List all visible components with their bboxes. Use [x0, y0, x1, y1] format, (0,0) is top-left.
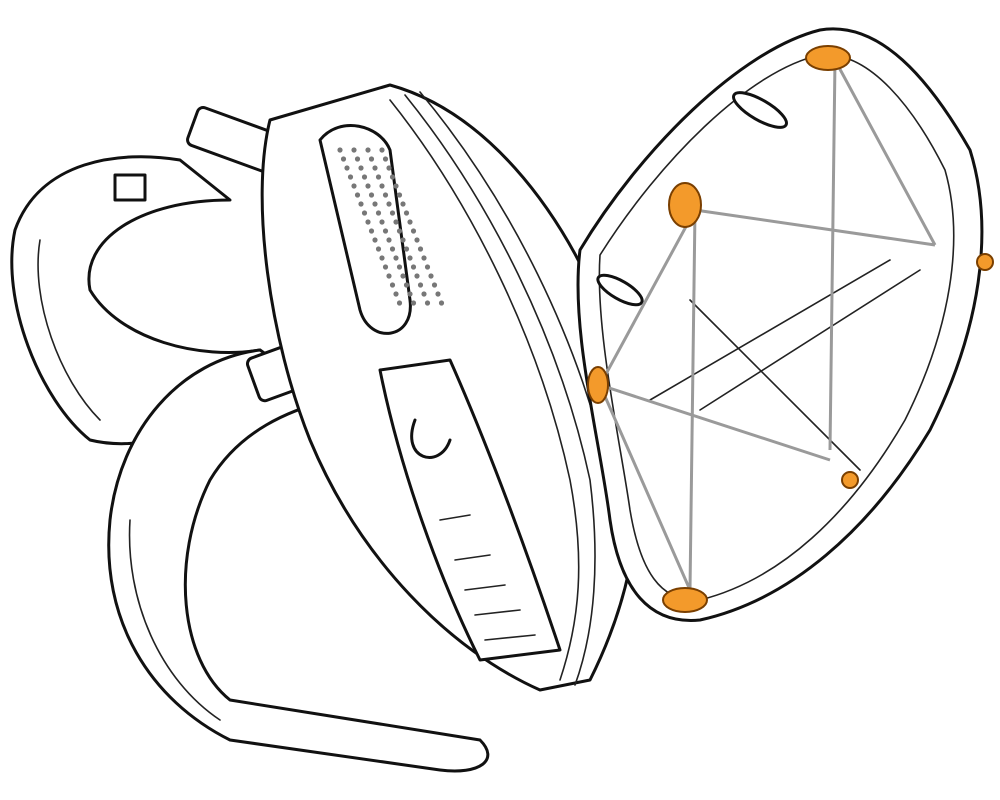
pad-perforations	[337, 147, 445, 306]
perforation-dot	[375, 210, 382, 216]
perforation-dot	[403, 282, 410, 288]
perforation-dot	[407, 255, 413, 261]
perforation-dot	[382, 192, 389, 198]
perforation-dot	[351, 183, 357, 189]
shoulder-strap-bottom	[107, 348, 490, 773]
strap-stitching	[37, 239, 101, 421]
perforation-dot	[365, 147, 371, 153]
perforation-dot	[340, 156, 347, 162]
zipper-line	[404, 94, 596, 686]
perforation-dot	[389, 282, 396, 288]
perforation-dot	[375, 246, 382, 252]
perforation-dot	[393, 291, 399, 297]
cord-anchor	[668, 182, 702, 228]
perforated-pad	[318, 124, 412, 335]
zipper-line	[389, 99, 580, 681]
panel-slot	[596, 273, 644, 307]
d-ring	[410, 418, 452, 459]
perforation-dot	[438, 300, 445, 306]
perforation-dot	[403, 210, 410, 216]
perforation-dot	[410, 264, 417, 270]
perforation-dot	[361, 174, 368, 180]
perforation-dot	[389, 174, 396, 180]
perforation-dot	[379, 147, 385, 153]
perforation-dot	[354, 192, 361, 198]
perforation-dot	[421, 291, 427, 297]
perforation-dot	[414, 237, 420, 243]
perforation-dot	[396, 264, 403, 270]
perforation-dot	[382, 264, 389, 270]
perforation-dot	[417, 246, 424, 252]
perforation-dot	[368, 228, 375, 234]
perforation-dot	[351, 147, 357, 153]
perforation-dot	[365, 219, 371, 225]
cord-anchor	[587, 366, 609, 404]
perforation-dot	[386, 237, 392, 243]
perforation-dot	[344, 165, 350, 171]
perforation-dot	[358, 165, 364, 171]
perforation-dot	[361, 210, 368, 216]
cord-anchor	[841, 471, 859, 489]
perforation-dot	[410, 300, 417, 306]
cord-anchor	[805, 45, 851, 71]
perforation-dot	[417, 282, 424, 288]
perforation-dot	[372, 237, 378, 243]
perforation-dot	[393, 219, 399, 225]
perforation-dot	[403, 246, 410, 252]
perforation-dot	[400, 237, 406, 243]
perforation-dot	[386, 273, 392, 279]
perforation-dot	[365, 183, 371, 189]
cord-anchor	[662, 587, 708, 613]
perforation-dot	[396, 192, 403, 198]
perforation-dot	[358, 201, 364, 207]
perforation-dot	[393, 255, 399, 261]
perforation-dot	[337, 147, 343, 153]
perforation-dot	[393, 183, 399, 189]
perforation-dot	[407, 291, 413, 297]
perforation-dot	[435, 291, 441, 297]
perforation-dot	[424, 264, 431, 270]
perforation-dot	[410, 228, 417, 234]
perforation-dot	[368, 156, 375, 162]
perforation-dot	[400, 273, 406, 279]
strap-stitching	[128, 519, 221, 721]
perforation-dot	[424, 300, 431, 306]
cord-anchor	[976, 253, 994, 271]
perforation-dot	[372, 165, 378, 171]
perforation-dot	[382, 156, 389, 162]
molle-webbing	[439, 514, 536, 641]
perforation-dot	[382, 228, 389, 234]
perforation-dot	[386, 201, 392, 207]
panel-slot	[732, 91, 788, 129]
perforation-dot	[372, 201, 378, 207]
strap-patch	[113, 173, 147, 202]
perforation-dot	[375, 174, 382, 180]
perforation-dot	[389, 210, 396, 216]
perforation-dot	[396, 300, 403, 306]
perforation-dot	[407, 219, 413, 225]
perforation-dot	[414, 273, 420, 279]
perforation-dot	[379, 219, 385, 225]
perforation-dot	[368, 192, 375, 198]
perforation-dot	[354, 156, 361, 162]
perforation-dot	[400, 201, 406, 207]
perforation-dot	[379, 183, 385, 189]
perforation-dot	[379, 255, 385, 261]
panel-x-frame	[649, 259, 921, 471]
perforation-dot	[347, 174, 354, 180]
bungee-cords	[598, 59, 937, 591]
perforation-dot	[389, 246, 396, 252]
perforation-dot	[386, 165, 392, 171]
perforation-dot	[396, 228, 403, 234]
perforation-dot	[431, 282, 438, 288]
perforation-dot	[421, 255, 427, 261]
perforation-dot	[428, 273, 434, 279]
